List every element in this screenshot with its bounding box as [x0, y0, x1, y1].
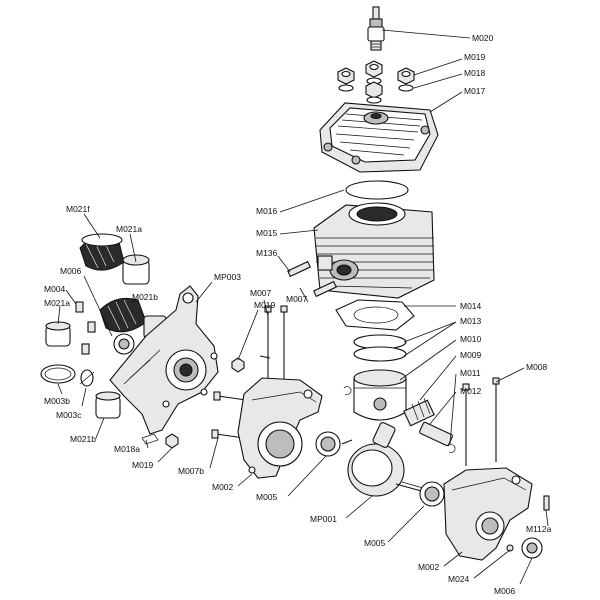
label-M007b: M007b — [178, 466, 204, 476]
small-screws-left — [45, 301, 96, 355]
long-bolts-right — [462, 377, 500, 466]
clip-m018a — [141, 433, 159, 445]
label-M017: M017 — [464, 86, 486, 96]
nut-m019-bottom — [165, 433, 179, 449]
label-M002-right: M002 — [418, 562, 440, 572]
label-M018: M018 — [464, 68, 486, 78]
label-M005-left: M005 — [256, 492, 278, 502]
label-M020: M020 — [472, 33, 494, 43]
leader-lines — [57, 29, 549, 585]
label-M013: M013 — [460, 316, 482, 326]
magnet-top — [122, 254, 150, 285]
part-labels: M020 M019 M018 M017 M016 M015 M136 M007 … — [44, 33, 552, 596]
coil-magnet-top — [79, 233, 125, 271]
label-M019-bottom: M019 — [132, 460, 154, 470]
label-M024: M024 — [448, 574, 470, 584]
label-M014: M014 — [460, 301, 482, 311]
crankshaft — [341, 422, 433, 497]
label-M010: M010 — [460, 334, 482, 344]
label-MP001: MP001 — [310, 514, 337, 524]
head-o-ring — [345, 180, 409, 200]
screw-m112a — [543, 495, 550, 511]
spark-plug — [367, 6, 385, 51]
label-MP003: MP003 — [214, 272, 241, 282]
label-M005-bottom: M005 — [364, 538, 386, 548]
label-M011: M011 — [460, 368, 481, 378]
label-M019-mid: M019 — [254, 300, 276, 310]
circlip-right — [447, 444, 456, 453]
label-M003b: M003b — [44, 396, 70, 406]
label-M021f: M021f — [66, 204, 90, 214]
dowel-pins — [287, 260, 337, 298]
head-nuts — [337, 60, 415, 104]
label-M021b-bottom: M021b — [70, 434, 96, 444]
label-M015: M015 — [256, 228, 278, 238]
magnet-bottom — [95, 391, 121, 419]
label-M007-b: M007 — [286, 294, 308, 304]
label-M016: M016 — [256, 206, 278, 216]
label-M003c: M003c — [56, 410, 82, 420]
long-bolts-left — [259, 305, 288, 384]
main-bearing-right — [419, 481, 445, 507]
label-M009: M009 — [460, 350, 482, 360]
crankcase-right — [443, 467, 533, 561]
label-M021a-top: M021a — [116, 224, 142, 234]
label-M136: M136 — [256, 248, 278, 258]
circlip-left — [343, 386, 352, 395]
piston — [353, 369, 407, 421]
label-M012: M012 — [460, 386, 482, 396]
label-M007-a: M007 — [250, 288, 272, 298]
nut-m019-mid — [231, 357, 245, 373]
label-M006-left: M006 — [60, 266, 82, 276]
small-clip — [79, 369, 95, 387]
base-gasket — [335, 299, 415, 331]
label-M019-top: M019 — [464, 52, 486, 62]
label-M006-bottom: M006 — [494, 586, 516, 596]
main-bearing-left — [315, 431, 341, 457]
crankcase-left — [237, 377, 323, 479]
needle-bearing — [403, 397, 435, 427]
label-M002-left: M002 — [212, 482, 234, 492]
cylinder-head — [319, 102, 439, 173]
label-M021b-top: M021b — [132, 292, 158, 302]
label-M008: M008 — [526, 362, 548, 372]
part-m024 — [506, 544, 514, 552]
seal-bottom — [521, 537, 543, 559]
backplate-mount — [109, 285, 219, 435]
label-M018a: M018a — [114, 444, 140, 454]
label-M021a-left: M021a — [44, 298, 70, 308]
label-M112a: M112a — [526, 524, 552, 534]
label-M004: M004 — [44, 284, 66, 294]
piston-ring-2 — [353, 346, 407, 362]
seal-left — [113, 333, 135, 355]
piston-pin — [419, 421, 453, 447]
